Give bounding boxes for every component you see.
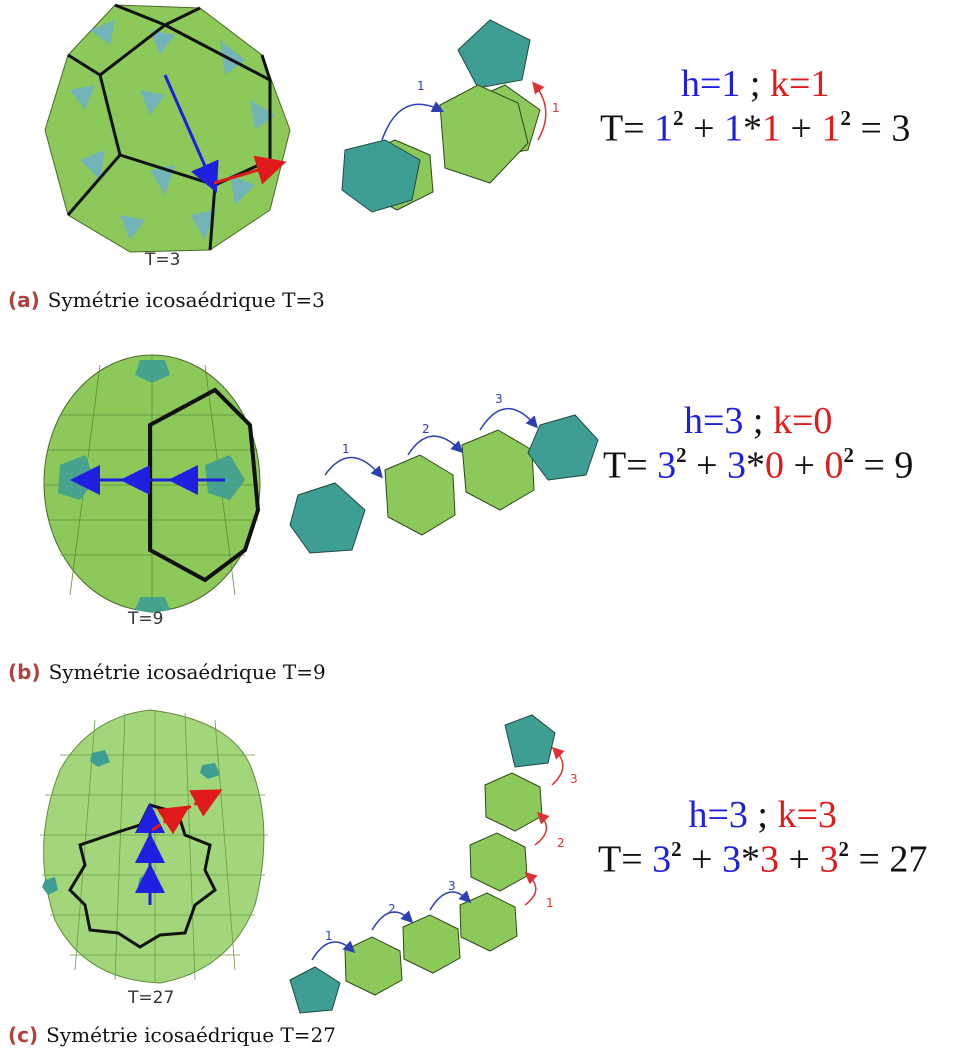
step-label: 1 <box>325 929 333 943</box>
k-value: k=3 <box>777 794 837 836</box>
eq-op: + <box>790 107 812 150</box>
eq-op: * <box>741 838 761 881</box>
separator: ; <box>749 63 761 105</box>
figure-caption: (c) Symétrie icosaédrique T=27 <box>8 1023 336 1047</box>
step-label: 2 <box>557 836 565 850</box>
step-label: 3 <box>448 879 456 893</box>
eq-result: = 27 <box>858 838 928 881</box>
capsid-t27 <box>40 709 268 984</box>
tile-sequence-c: 1 2 3 1 2 3 <box>289 714 578 1014</box>
eq-op: + <box>696 444 718 487</box>
capsid-t3 <box>44 3 291 253</box>
figure-caption: (b) Symétrie icosaédrique T=9 <box>8 660 326 684</box>
h-value: h=1 <box>680 63 741 105</box>
h-value: h=3 <box>683 400 744 442</box>
eq-op: + <box>788 838 810 881</box>
exponent: 2 <box>843 443 854 467</box>
eq-term: 3 <box>657 444 677 487</box>
step-label: 1 <box>417 79 425 93</box>
t-prefix: T= <box>600 107 645 150</box>
panel-b: 1 2 3 T=9 h=3 ; k=0 T= 32 + 3*0 + 02 = 9… <box>0 335 976 695</box>
eq-op: + <box>793 444 815 487</box>
step-label: 1 <box>552 101 560 115</box>
caption-text: Symétrie icosaédrique T=3 <box>47 288 325 312</box>
eq-term: 1 <box>762 107 782 150</box>
exponent: 2 <box>838 837 849 861</box>
tile-sequence-a: 1 1 <box>341 19 560 213</box>
eq-term: 3 <box>652 838 672 881</box>
eq-term: 0 <box>765 444 785 487</box>
eq-op: * <box>746 444 766 487</box>
caption-text: Symétrie icosaédrique T=9 <box>48 660 326 684</box>
eq-result: = 3 <box>860 107 911 150</box>
step-label: 3 <box>495 392 503 406</box>
exponent: 2 <box>676 443 687 467</box>
t-prefix: T= <box>603 444 648 487</box>
eq-term: 3 <box>760 838 780 881</box>
panel-b-illustration: 1 2 3 <box>43 354 599 613</box>
caption-text: Symétrie icosaédrique T=27 <box>46 1023 336 1047</box>
panel-c: 1 2 3 1 2 3 T=27 h=3 ; k=3 T= 32 + 3*3 +… <box>0 705 976 1059</box>
eq-op: * <box>743 107 763 150</box>
eq-term: 1 <box>724 107 744 150</box>
k-value: k=0 <box>772 400 833 442</box>
exponent: 2 <box>673 106 684 130</box>
step-label: 1 <box>342 442 350 456</box>
separator: ; <box>752 400 764 442</box>
t-prefix: T= <box>598 838 643 881</box>
separator: ; <box>757 794 768 836</box>
step-label: 1 <box>546 896 554 910</box>
step-label: 2 <box>388 902 396 916</box>
capsid-label: T=9 <box>128 609 164 629</box>
eq-term: 1 <box>654 107 674 150</box>
k-value: k=1 <box>769 63 830 105</box>
exponent: 2 <box>671 837 682 861</box>
tile-sequence-b: 1 2 3 <box>289 392 599 554</box>
eq-term: 3 <box>722 838 742 881</box>
caption-letter: (b) <box>8 660 41 684</box>
caption-letter: (a) <box>8 288 40 312</box>
capsid-label: T=3 <box>145 250 181 270</box>
triangulation-equation: h=1 ; k=1 T= 12 + 1*1 + 12 = 3 <box>600 62 910 151</box>
panel-a: 1 1 T=3 h=1 ; k=1 T= 12 + 1*1 + 12 = 3 (… <box>0 0 976 330</box>
eq-op: + <box>693 107 715 150</box>
figure-caption: (a) Symétrie icosaédrique T=3 <box>8 288 325 312</box>
eq-result: = 9 <box>863 444 914 487</box>
panel-a-illustration: 1 1 <box>44 3 560 253</box>
h-value: h=3 <box>688 794 748 836</box>
capsid-t9 <box>43 354 261 613</box>
caption-letter: (c) <box>8 1023 39 1047</box>
eq-term: 3 <box>727 444 747 487</box>
exponent: 2 <box>840 106 851 130</box>
eq-term: 0 <box>824 444 844 487</box>
capsid-label: T=27 <box>128 988 175 1008</box>
eq-term: 1 <box>821 107 841 150</box>
triangulation-equation: h=3 ; k=3 T= 32 + 3*3 + 32 = 27 <box>598 793 927 882</box>
step-label: 2 <box>422 422 430 436</box>
panel-c-illustration: 1 2 3 1 2 3 <box>40 709 578 1014</box>
eq-op: + <box>691 838 713 881</box>
triangulation-equation: h=3 ; k=0 T= 32 + 3*0 + 02 = 9 <box>603 399 913 488</box>
step-label: 3 <box>570 772 578 786</box>
eq-term: 3 <box>819 838 839 881</box>
